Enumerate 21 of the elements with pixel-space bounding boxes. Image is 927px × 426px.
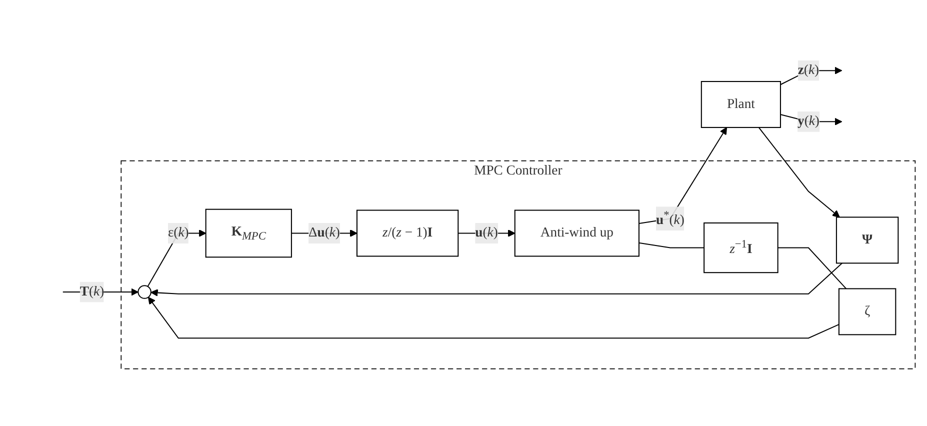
connector [778,246,847,289]
edge-label: z(k) [798,62,820,78]
arrow [147,229,206,286]
arrow [758,126,840,218]
node-box: K$_{MPC}$ [205,208,292,258]
edge-label: Δu(k) [308,225,340,240]
edge-label: y(k) [798,114,820,128]
node-circle [138,284,152,299]
arrow [148,296,840,338]
connector [638,242,704,248]
node-box: z/(z − 1)I [356,209,459,256]
node-box: Anti-wind up [514,209,640,256]
node-box: Plant [700,80,781,128]
edge-label: u$^{*}$(k) [656,208,684,228]
edge-label: T(k) [80,284,104,299]
edge-label: u(k) [475,225,498,240]
node-box: ζ [838,288,896,335]
node-box: z$^{−1}$I [704,222,778,273]
edge-label: ε(k) [168,225,189,240]
node-box: Ψ [836,216,899,264]
arrow [150,262,842,296]
